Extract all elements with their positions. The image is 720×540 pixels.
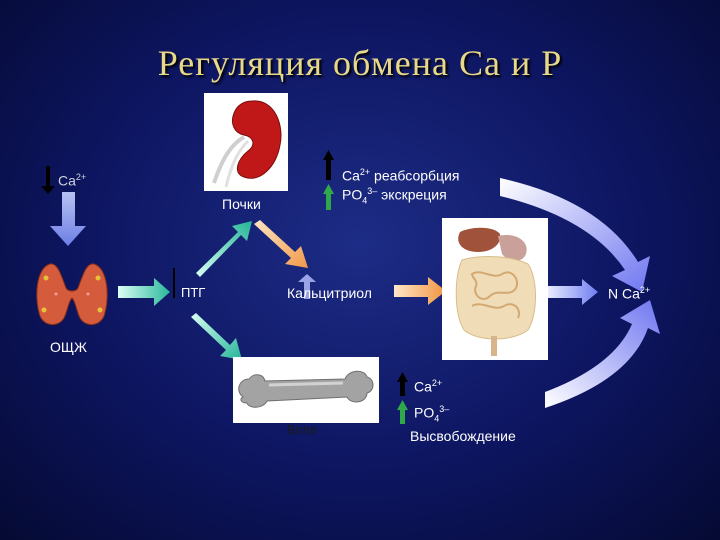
kidney-label: Почки xyxy=(222,196,261,212)
bone-label: Bone xyxy=(287,422,318,437)
curved-arrow-bottom xyxy=(545,300,660,408)
arrow-intestine-nca xyxy=(548,279,598,305)
pth-marker xyxy=(173,268,175,298)
arrow-pth-kidney xyxy=(196,221,252,277)
kidney-image xyxy=(204,93,288,191)
bone-icon xyxy=(238,370,374,408)
intestine-image xyxy=(442,218,548,360)
arrow-po4-excretion-up xyxy=(323,184,334,210)
arrow-kidney-calcitriol xyxy=(254,220,308,268)
arrow-pth-bone xyxy=(191,313,242,360)
arrow-up-calcitriol xyxy=(298,274,316,299)
arrow-bone-po4-up xyxy=(397,400,408,424)
curved-arrow-top xyxy=(500,178,650,292)
normal-ca-label: N Ca2+ xyxy=(608,285,651,302)
digestive-organs-icon xyxy=(455,227,536,356)
arrow-down-thyroid xyxy=(50,192,86,246)
slide-title: Регуляция обмена Ca и P xyxy=(157,43,563,83)
bone-ca-release: Ca2+ xyxy=(414,378,443,395)
arrow-ca-reabsorption-up xyxy=(323,150,334,180)
kidney-ca-reabsorption: Ca2+ реабсорбция xyxy=(342,167,460,184)
arrow-ca-decrease xyxy=(41,166,55,194)
release-label: Высвобождение xyxy=(410,428,516,444)
bone-image xyxy=(233,357,379,423)
parathyroid-label: ОЩЖ xyxy=(50,339,87,355)
arrow-calcitriol-intestine xyxy=(394,277,446,305)
arrow-bone-ca-up xyxy=(397,372,408,396)
kidney-po4-excretion: PO43– экскреция xyxy=(342,186,447,206)
ca-left-label: Ca2+ xyxy=(58,172,87,189)
bone-po4-release: PO43– xyxy=(414,404,450,424)
pth-label: ПТГ xyxy=(181,285,206,300)
arrow-thyroid-pth xyxy=(118,278,170,306)
parathyroid-image xyxy=(36,263,108,325)
calcitriol-label: Кальцитриол xyxy=(287,285,372,301)
kidney-icon xyxy=(212,100,282,188)
